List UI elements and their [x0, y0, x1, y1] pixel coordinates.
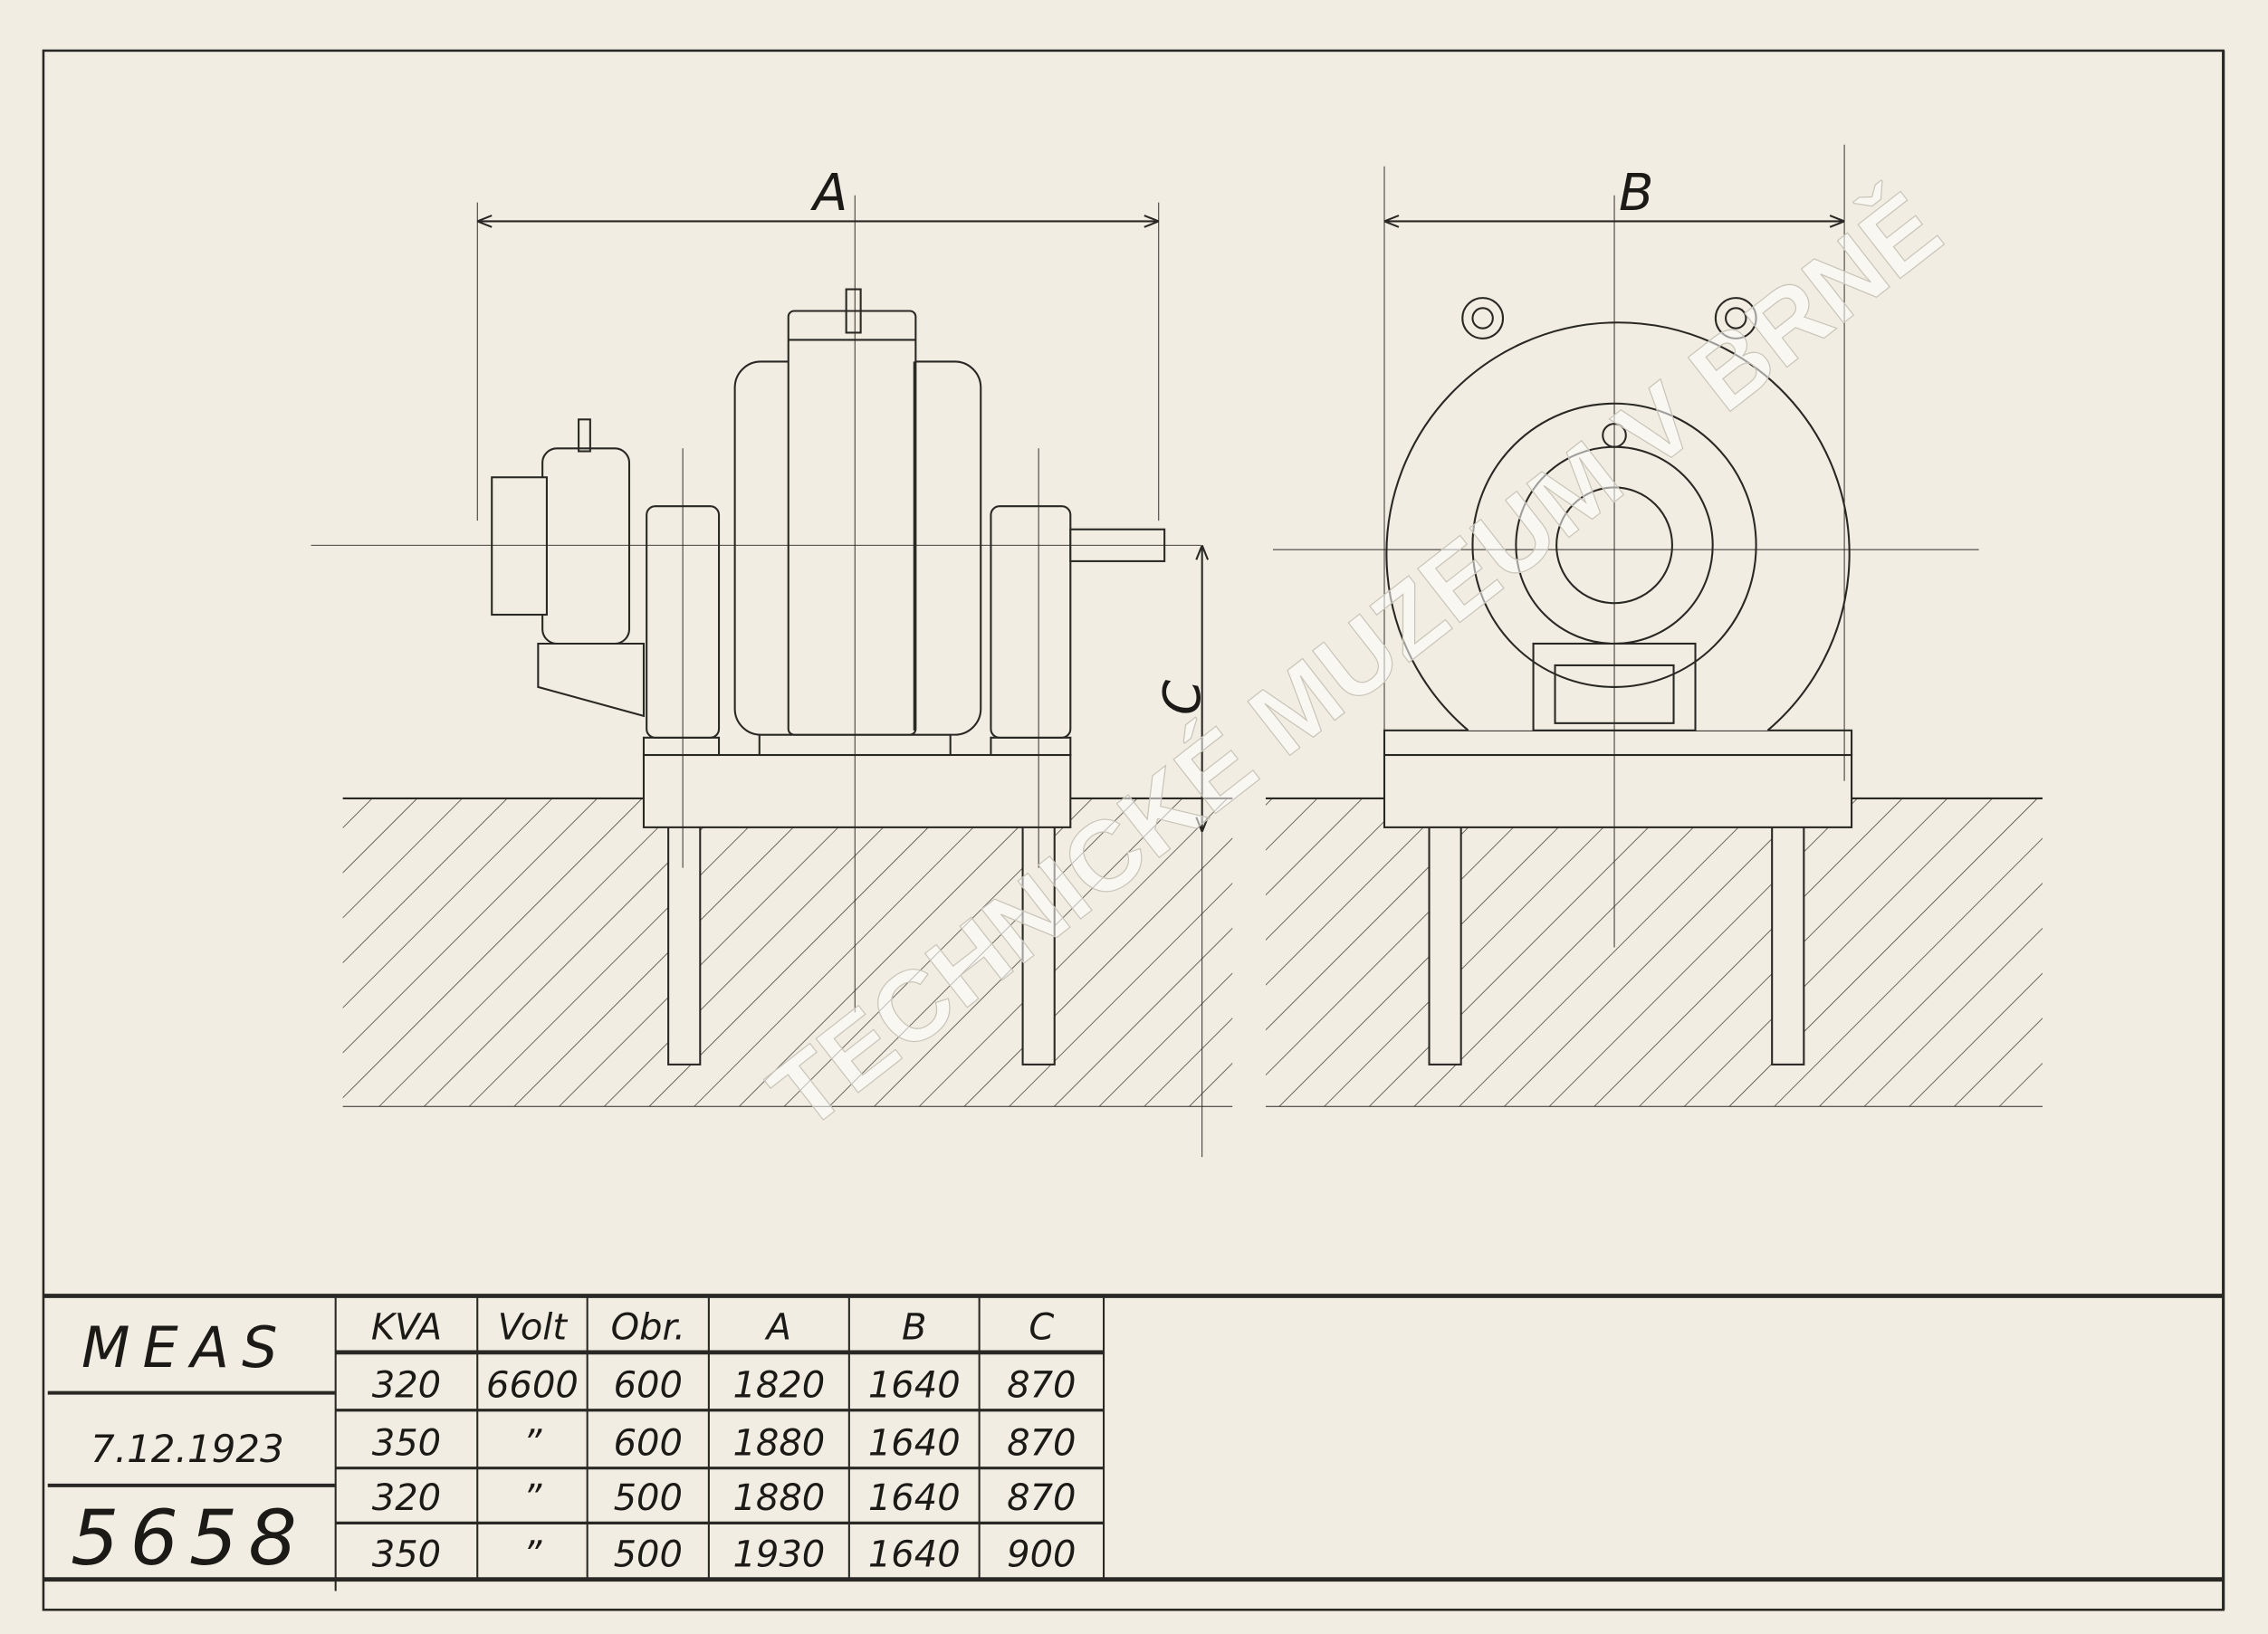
table-cell: ”	[523, 1422, 542, 1464]
foundation-right	[1265, 797, 2043, 1107]
table-header-c: C	[1029, 1306, 1054, 1348]
table-cell: 1640	[868, 1534, 961, 1575]
table-cell: 870	[1007, 1364, 1076, 1406]
table-header-a: A	[764, 1306, 791, 1348]
drawing-date: 7.12.1923	[91, 1427, 284, 1471]
table-cell: 1820	[732, 1364, 825, 1406]
table-cell: 500	[614, 1477, 683, 1519]
table-cell: 870	[1007, 1477, 1076, 1519]
table-cell: 350	[372, 1534, 441, 1575]
table-cell: 1640	[868, 1477, 961, 1519]
table-cell: ”	[523, 1534, 542, 1575]
table-cell: 900	[1007, 1534, 1076, 1575]
table-cell: 500	[614, 1534, 683, 1575]
dimension-table: KVA Volt Obr. A B C 320 6600 600 1820 1640 870 350 ” 6…	[371, 1306, 1077, 1575]
table-header-kva: KVA	[371, 1306, 442, 1348]
table-cell: 1640	[868, 1364, 961, 1406]
foundation-left	[342, 797, 1233, 1107]
table-cell: 600	[614, 1422, 683, 1464]
table-cell: 6600	[486, 1364, 579, 1406]
table-cell: 1640	[868, 1422, 961, 1464]
dimension-label-b: B	[1619, 164, 1653, 223]
table-cell: 600	[614, 1364, 683, 1406]
table-cell: 350	[372, 1422, 441, 1464]
table-header-b: B	[902, 1306, 926, 1348]
table-cell: 1880	[732, 1422, 825, 1464]
table-header-obr: Obr.	[611, 1306, 685, 1348]
dimension-label-c: C	[1153, 680, 1212, 715]
table-cell: 1880	[732, 1477, 825, 1519]
table-cell: 1930	[732, 1534, 825, 1575]
table-cell: 870	[1007, 1422, 1076, 1464]
drawing-number: 5658	[71, 1494, 308, 1582]
table-cell: ”	[523, 1477, 542, 1519]
table-cell: 320	[372, 1477, 441, 1519]
maker-name: MEAS	[81, 1314, 290, 1381]
table-cell: 320	[372, 1364, 441, 1406]
end-elevation	[1272, 144, 1979, 1065]
side-elevation	[311, 195, 1210, 1158]
table-header-volt: Volt	[498, 1306, 569, 1348]
title-block-grid	[43, 1294, 2224, 1591]
dimension-label-a: A	[810, 164, 847, 223]
